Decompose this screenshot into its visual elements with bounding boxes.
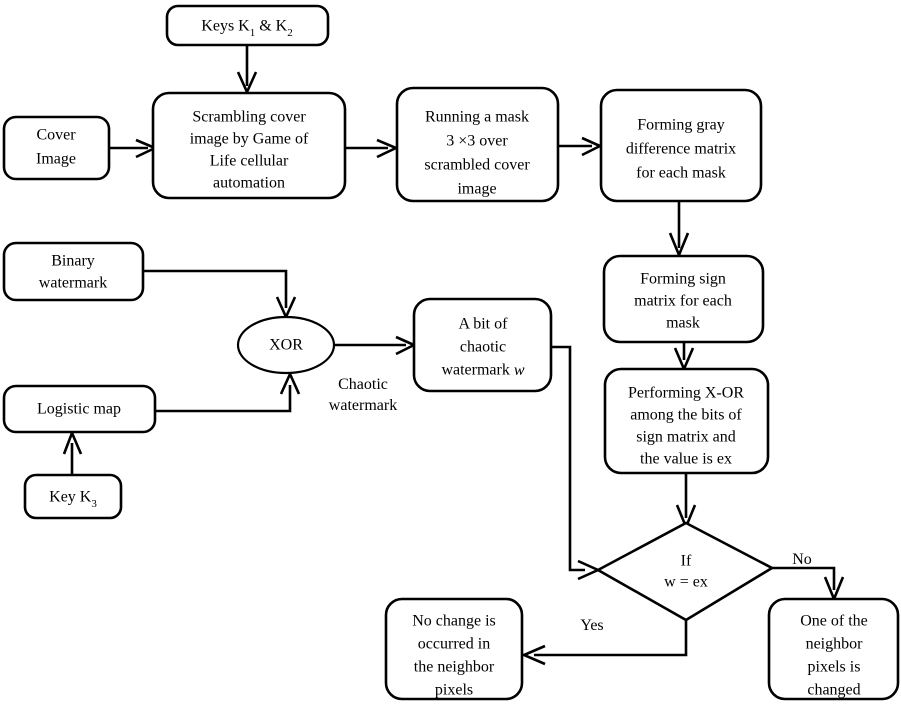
binary-watermark-line-0: Binary [51, 253, 95, 270]
one-changed-line-3: changed [807, 682, 860, 699]
decision-line-1: w = ex [664, 574, 708, 591]
performing-xor-line-3: the value is ex [640, 451, 732, 468]
node-gray-difference[interactable]: Forming gray difference matrix for each … [599, 88, 763, 203]
logistic-map-label: Logistic map [37, 401, 121, 418]
no-change-line-1: occurred in [418, 636, 490, 653]
node-performing-xor[interactable]: Performing X-OR among the bits of sign m… [603, 367, 770, 475]
no-change-line-2: the neighbor [414, 659, 495, 676]
chaotic-bit-line-0: A bit of [459, 316, 509, 333]
edge-performingxor-to-decision [675, 473, 697, 531]
node-keys-k1-k2[interactable]: Keys K1 & K2 [165, 4, 330, 47]
edge-logisticmap-to-xor [155, 370, 301, 413]
key-k3-label: Key K3 [49, 489, 97, 510]
edge-graydiff-to-signmatrix [668, 201, 690, 259]
keys-k1-k2-box[interactable] [165, 4, 330, 47]
chaotic-watermark-label-line-0: Chaotic [338, 376, 388, 393]
edge-keyk3-to-logisticmap [62, 429, 83, 475]
scrambling-line-2: Life cellular [210, 153, 289, 170]
cover-image-box[interactable] [2, 115, 111, 181]
running-mask-line-3: image [457, 181, 496, 198]
edge-label-yes: Yes [580, 617, 603, 634]
no-change-box[interactable] [384, 597, 524, 701]
gray-difference-box[interactable] [599, 88, 763, 203]
sign-matrix-line-2: mask [666, 315, 700, 332]
no-change-line-3: pixels [435, 682, 473, 699]
gray-difference-line-2: for each mask [636, 165, 726, 182]
node-no-change[interactable]: No change is occurred in the neighbor pi… [384, 597, 524, 701]
cover-image-line-1: Image [36, 151, 76, 168]
node-decision[interactable]: If w = ex [595, 521, 775, 622]
edge-chaoticbit-to-decision [551, 345, 602, 581]
decision-line-0: If [681, 553, 692, 570]
running-mask-line-2: scrambled cover [424, 157, 530, 174]
edge-signmatrix-to-performingxor [673, 342, 695, 373]
one-changed-line-0: One of the [800, 613, 868, 630]
one-changed-line-2: pixels is [808, 659, 861, 676]
no-change-line-0: No change is [412, 613, 496, 630]
key-k3-box[interactable] [23, 473, 123, 520]
node-binary-watermark[interactable]: Binary watermark [2, 241, 145, 302]
binary-watermark-box[interactable] [2, 241, 145, 302]
performing-xor-line-0: Performing X-OR [628, 385, 744, 402]
performing-xor-box[interactable] [603, 367, 770, 475]
node-sign-matrix[interactable]: Forming sign matrix for each mask [602, 254, 765, 344]
edge-keys-to-scrambling [236, 45, 258, 96]
one-changed-box[interactable] [767, 597, 900, 701]
cover-image-line-0: Cover [36, 127, 76, 144]
scrambling-line-1: image by Game of [190, 131, 309, 148]
edge-decision-no-to-onechanged [772, 566, 845, 603]
edge-xor-to-chaoticbit [335, 335, 418, 356]
edge-binarywatermark-to-xor [143, 269, 297, 321]
node-one-changed[interactable]: One of the neighbor pixels is changed [767, 597, 900, 701]
chaotic-bit-line-1: chaotic [460, 339, 506, 356]
sign-matrix-line-0: Forming sign [640, 271, 726, 288]
scrambling-box[interactable] [151, 91, 347, 200]
node-key-k3[interactable]: Key K3 [23, 473, 123, 520]
node-scrambling[interactable]: Scrambling cover image by Game of Life c… [151, 91, 347, 200]
edge-runningmask-to-graydiff [558, 136, 604, 157]
gray-difference-line-1: difference matrix [626, 141, 736, 158]
performing-xor-line-2: sign matrix and [636, 429, 736, 446]
node-chaotic-bit[interactable]: A bit of chaotic watermark w [412, 297, 553, 393]
sign-matrix-line-1: matrix for each [634, 293, 732, 310]
performing-xor-line-1: among the bits of [630, 407, 742, 424]
chaotic-bit-line-2: watermark w [441, 362, 524, 379]
chaotic-watermark-label-line-1: watermark [329, 397, 397, 414]
xor-gate-ellipse[interactable] [236, 315, 336, 375]
node-logistic-map[interactable]: Logistic map [2, 384, 157, 434]
sign-matrix-box[interactable] [602, 254, 765, 344]
node-cover-image[interactable]: Cover Image [2, 115, 111, 181]
decision-diamond[interactable] [595, 521, 775, 622]
edge-cover-to-scrambling [109, 138, 159, 159]
node-running-mask[interactable]: Running a mask 3 ×3 over scrambled cover… [395, 86, 560, 203]
keys-k1-k2-label: Keys K1 & K2 [201, 18, 292, 39]
binary-watermark-line-1: watermark [39, 275, 107, 292]
running-mask-box[interactable] [395, 86, 560, 203]
edge-decision-yes-to-nochange [520, 620, 688, 666]
edge-label-no: No [792, 551, 812, 568]
edge-label-chaotic-watermark: Chaotic watermark [329, 376, 397, 414]
scrambling-line-3: automation [213, 175, 285, 192]
one-changed-line-1: neighbor [806, 636, 864, 653]
node-xor-gate[interactable]: XOR [236, 315, 336, 375]
logistic-map-box[interactable] [2, 384, 157, 434]
scrambling-line-0: Scrambling cover [192, 109, 306, 126]
chaotic-bit-box[interactable] [412, 297, 553, 393]
running-mask-line-0: Running a mask [425, 109, 529, 126]
gray-difference-line-0: Forming gray [637, 117, 725, 134]
xor-gate-label: XOR [269, 337, 303, 354]
edge-scrambling-to-runningmask [345, 138, 400, 159]
running-mask-line-1: 3 ×3 over [446, 133, 508, 150]
